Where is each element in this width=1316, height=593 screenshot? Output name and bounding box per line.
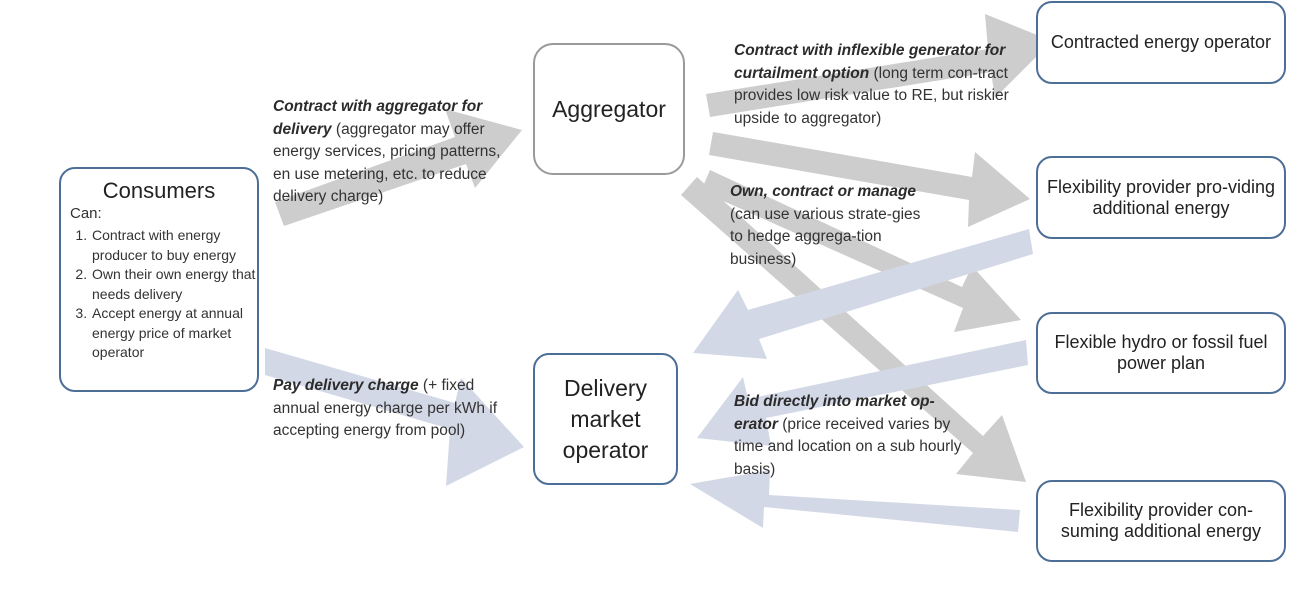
box-label: Flexibility provider pro-viding addition…: [1046, 176, 1276, 218]
list-item: Contract with energy producer to buy ene…: [91, 226, 257, 265]
arrow-aggregator-to-contracted: [706, 14, 1052, 117]
annotation-text: (+ fixed annual energy charge per kWh if…: [273, 377, 498, 439]
annotation-bold: Contract with inflexible generator for c…: [734, 42, 1006, 82]
flex-provider-consuming-box: Flexibility provider con-suming addition…: [1036, 480, 1286, 562]
annotation-text: (long term con-tract provides low risk v…: [734, 64, 1009, 127]
box-label: Flexibility provider con-suming addition…: [1060, 500, 1262, 541]
annotation-text: (price received varies by time and locat…: [734, 415, 962, 478]
annotation-bid-market: Bid directly into market op-erator (pric…: [734, 391, 974, 481]
annotation-consumer-to-aggregator: Contract with aggregator for delivery (a…: [273, 96, 518, 209]
annotation-bold: Pay delivery charge: [273, 377, 419, 394]
delivery-operator-box: Delivery market operator: [533, 353, 678, 485]
annotation-bold: Contract with aggregator for delivery: [273, 98, 483, 138]
delivery-operator-label: Delivery market operator: [562, 374, 649, 463]
contracted-energy-operator-box: Contracted energy operator: [1036, 1, 1286, 84]
aggregator-box: Aggregator: [533, 43, 685, 175]
annotation-text: (aggregator may offer energy services, p…: [273, 120, 501, 206]
annotation-text: (can use various strate-gies to hedge ag…: [730, 205, 921, 268]
annotation-bold: Own, contract or manage: [730, 183, 917, 200]
aggregator-label: Aggregator: [552, 95, 666, 122]
list-item: Own their own energy that needs delivery: [91, 265, 257, 304]
arrow-flex-provider-consuming-to-delivery: [690, 470, 1020, 532]
annotation-bold: Bid directly into market op-erator: [734, 393, 935, 433]
arrow-consumers-to-aggregator: [275, 109, 522, 226]
list-item: Accept energy at annual energy price of …: [91, 304, 257, 363]
flex-provider-additional-box: Flexibility provider pro-viding addition…: [1036, 156, 1286, 239]
consumers-box: Consumers Can: Contract with energy prod…: [59, 167, 259, 392]
annotation-aggregator-to-contracted: Contract with inflexible generator for c…: [734, 40, 1029, 130]
arrow-consumers-to-delivery: [265, 348, 524, 486]
arrow-aggregator-to-hydro-fossil: [701, 170, 1021, 332]
arrow-aggregator-to-flex-provider-consuming: [681, 177, 1026, 482]
box-label: Contracted energy operator: [1050, 32, 1272, 52]
arrow-aggregator-to-flex-provider-additional: [709, 132, 1030, 227]
annotation-consumer-to-delivery: Pay delivery charge (+ fixed annual ener…: [273, 375, 518, 443]
hydro-fossil-plant-box: Flexible hydro or fossil fuel power plan: [1036, 312, 1286, 394]
arrow-flex-provider-additional-to-delivery: [693, 229, 1033, 359]
consumers-subtitle: Can:: [70, 205, 102, 222]
box-label: Flexible hydro or fossil fuel power plan: [1054, 332, 1268, 373]
consumers-title: Consumers: [102, 178, 216, 203]
consumers-list: Contract with energy producer to buy ene…: [61, 226, 257, 363]
arrow-hydro-fossil-to-delivery: [697, 340, 1028, 446]
annotation-aggregator-own: Own, contract or manage (can use various…: [730, 181, 935, 271]
